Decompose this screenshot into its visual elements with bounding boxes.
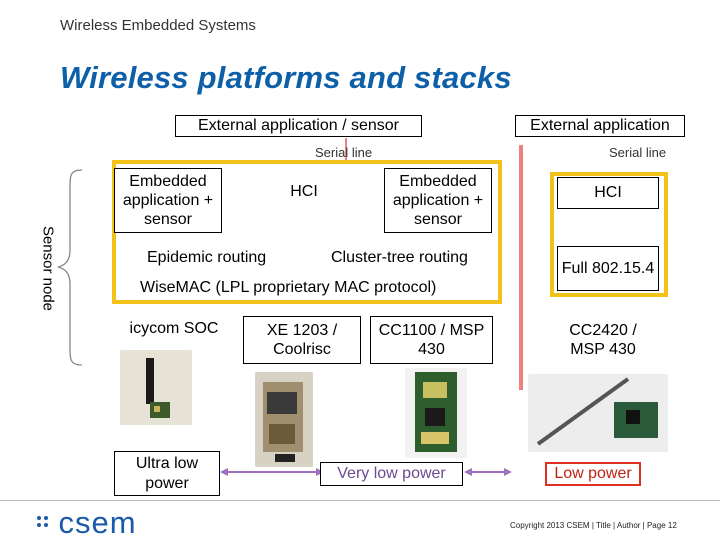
copyright: Copyright 2013 CSEM | Title | Author | P… <box>510 521 677 530</box>
serial-line-left-label: Serial line <box>315 145 373 160</box>
page-title: Wireless platforms and stacks <box>60 60 512 95</box>
sensor-node-label: Sensor node <box>39 225 57 312</box>
sensor-node-brace <box>57 169 83 366</box>
full-802154-box: Full 802.15.4 <box>557 246 659 291</box>
hw-xe1203: XE 1203 / Coolrisc <box>243 316 361 364</box>
external-app-sensor-box: External application / sensor <box>175 115 422 137</box>
hci-right-box: HCI <box>557 177 659 209</box>
csem-logo: csem <box>36 505 137 541</box>
external-app-box: External application <box>515 115 685 137</box>
divider-bar <box>519 145 523 390</box>
sensor-node-label-wrap: Sensor node <box>38 220 58 320</box>
serial-line-right-label: Serial line <box>609 145 667 160</box>
right-stack-highlight <box>550 172 668 297</box>
hw-icycom: icycom SOC <box>114 316 234 342</box>
logo-text: csem <box>58 505 137 540</box>
footer-divider <box>0 500 720 501</box>
embedded-app-box-1: Embedded application + sensor <box>114 168 222 233</box>
hci-left-text: HCI <box>290 183 318 201</box>
cluster-tree-routing: Cluster-tree routing <box>331 249 468 266</box>
logo-dots-icon <box>36 515 50 529</box>
low-power: Low power <box>545 462 641 486</box>
hci-left-label: HCI <box>230 168 378 216</box>
very-low-power: Very low power <box>320 462 463 486</box>
wisemac-protocol: WiseMAC (LPL proprietary MAC protocol) <box>140 279 437 296</box>
epidemic-routing: Epidemic routing <box>147 249 267 266</box>
hw-cc2420: CC2420 / MSP 430 <box>555 316 651 364</box>
embedded-app-box-2: Embedded application + sensor <box>384 168 492 233</box>
hw-cc1100: CC1100 / MSP 430 <box>370 316 493 364</box>
icycom-board-image <box>120 350 192 425</box>
cc1100-board-image <box>405 368 467 458</box>
serial-line-left <box>345 138 347 160</box>
ultra-low-power: Ultra low power <box>114 451 220 496</box>
header-text: Wireless Embedded Systems <box>60 17 256 34</box>
xe1203-board-image <box>255 372 313 467</box>
cc2420-board-image <box>528 374 668 452</box>
